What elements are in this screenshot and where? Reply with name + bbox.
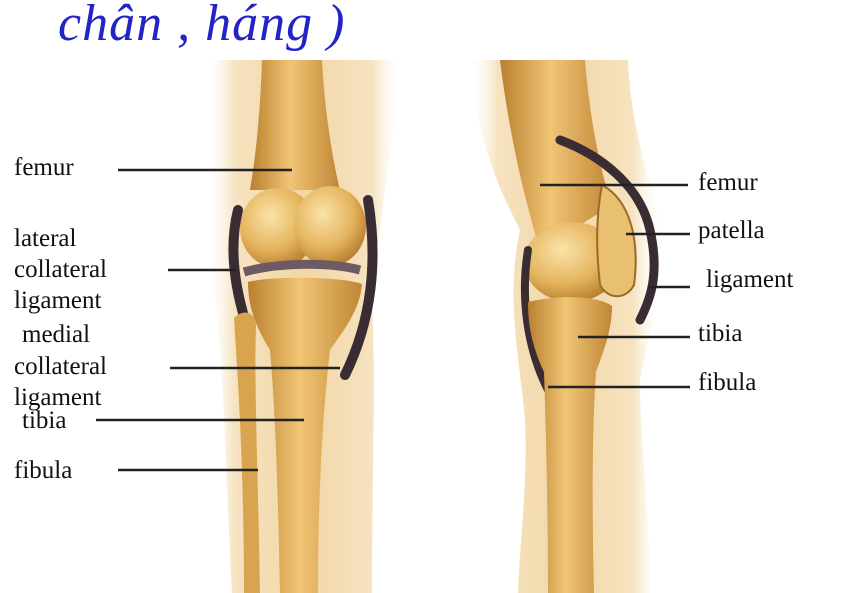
label-ligament-right: ligament (706, 267, 793, 292)
front-view-knee (205, 60, 402, 593)
label-patella: patella (698, 218, 765, 243)
label-medial-line1: medial (22, 322, 90, 347)
label-lateral-line3: ligament (14, 288, 101, 313)
label-lateral-line2: collateral (14, 257, 107, 282)
label-femur-right: femur (698, 170, 758, 195)
label-tibia-left: tibia (22, 408, 66, 433)
label-medial-line2: collateral (14, 354, 107, 379)
label-femur-left: femur (14, 155, 74, 180)
label-lateral-line1: lateral (14, 226, 76, 251)
label-fibula-right: fibula (698, 370, 756, 395)
label-fibula-left: fibula (14, 458, 72, 483)
side-view-knee (468, 60, 662, 593)
label-tibia-right: tibia (698, 321, 742, 346)
